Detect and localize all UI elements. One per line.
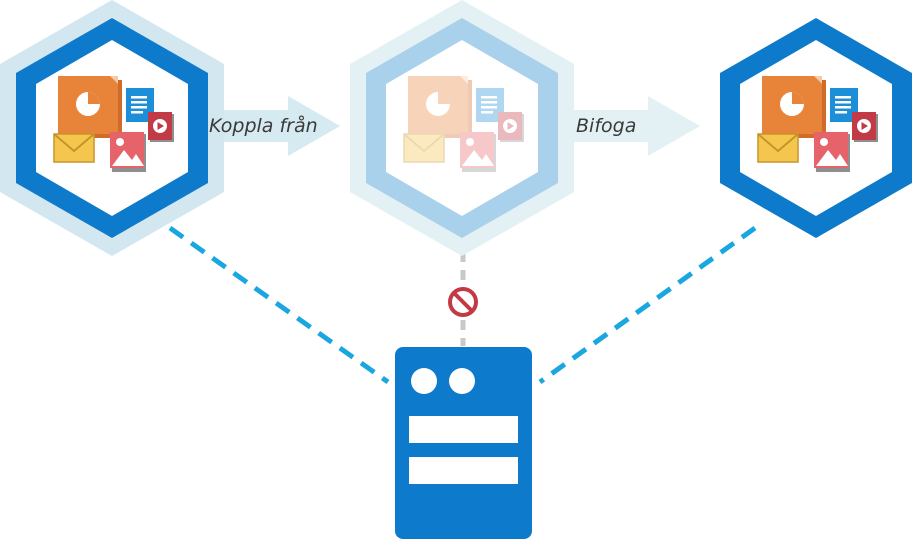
- attach-label: Bifoga: [576, 115, 637, 137]
- detach-arrow: [222, 96, 340, 156]
- attach-arrow: [574, 96, 700, 156]
- detach-label: Koppla från: [209, 115, 318, 137]
- database-node-2: [350, 0, 574, 256]
- connector-line-right: [538, 225, 757, 385]
- server-icon: [395, 347, 532, 539]
- no-entry-icon: [448, 287, 478, 317]
- database-node-3: [720, 18, 912, 238]
- connector-line-left: [168, 225, 390, 385]
- database-node-1: [0, 0, 224, 256]
